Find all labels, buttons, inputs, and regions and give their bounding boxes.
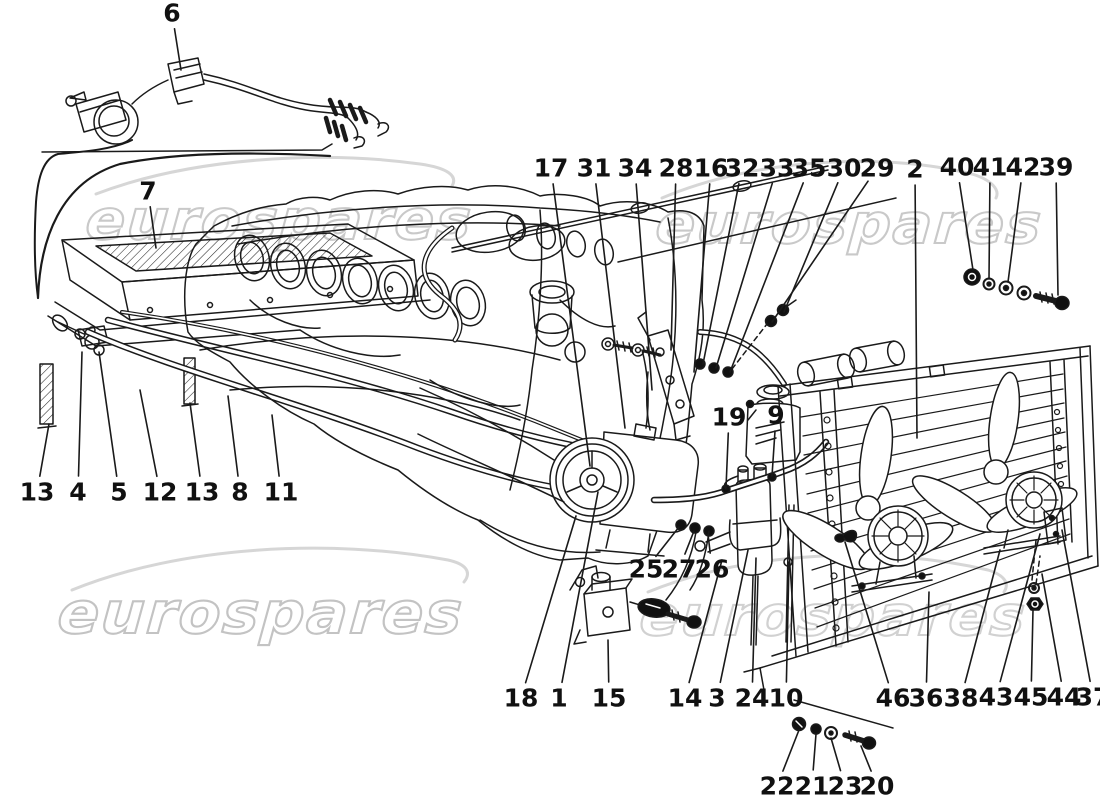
leader-line-7 (149, 206, 157, 249)
expansion-tank-drawing (745, 384, 801, 465)
leader-line-11 (271, 414, 280, 477)
leader-line-12 (139, 389, 158, 478)
leader-line-23 (830, 737, 842, 772)
leader-line-26 (707, 533, 712, 554)
leader-line-6 (173, 27, 182, 71)
compressor-bracket-drawing (601, 311, 695, 441)
leader-line-4 (77, 351, 83, 477)
leader-line-8 (227, 395, 239, 477)
receiver-drier-drawing (694, 463, 782, 646)
leader-line-39 (1055, 182, 1059, 296)
thermo-switch-harness-drawing (131, 57, 390, 149)
leader-line-3 (719, 549, 749, 684)
thermostat-capillary-drawing (33, 91, 333, 300)
leader-line-13 (189, 402, 201, 477)
leader-line-37 (1061, 529, 1091, 683)
leader-line-36 (925, 591, 930, 683)
leader-line-43 (999, 533, 1041, 683)
leader-line-1 (561, 491, 599, 684)
leader-line-27 (684, 530, 695, 555)
leader-line-44 (1041, 573, 1062, 683)
leader-line-19 (725, 432, 730, 489)
leader-line-5 (98, 351, 118, 478)
leader-line-25 (655, 526, 680, 558)
leader-line-17 (552, 183, 591, 467)
leader-line-2 (914, 184, 918, 439)
leader-line-35 (729, 182, 805, 373)
refrigerant-hoses-drawing (84, 310, 654, 498)
leader-line-18 (524, 515, 577, 684)
leader-line-21 (812, 733, 817, 771)
leader-line-31 (595, 183, 626, 429)
leader-line-14 (688, 559, 723, 684)
leader-line-42 (1007, 182, 1022, 283)
leader-line-33 (715, 182, 774, 369)
leader-line-24 (751, 557, 757, 683)
leader-line-40 (958, 182, 974, 271)
leader-line-22 (782, 729, 800, 772)
leader-line-34 (635, 183, 653, 391)
leader-line-29 (771, 180, 869, 323)
leader-line-46 (844, 541, 890, 684)
callout-leader-lines (38, 27, 1091, 772)
leader-line-16 (693, 183, 711, 373)
leader-line-13 (38, 423, 50, 478)
leader-line-28 (670, 183, 677, 351)
leader-line-41 (988, 182, 991, 280)
leader-line-15 (607, 639, 610, 683)
condenser-fans-drawing (743, 340, 1099, 691)
leader-line-10 (785, 561, 790, 683)
solenoid-valve-drawing (569, 531, 702, 645)
leader-line-9 (771, 430, 776, 477)
leader-line-32 (702, 182, 740, 365)
leader-line-45 (1030, 609, 1034, 682)
leader-line-20 (860, 745, 872, 772)
compressor-drawing (417, 349, 700, 557)
leader-line-38 (964, 549, 1001, 684)
